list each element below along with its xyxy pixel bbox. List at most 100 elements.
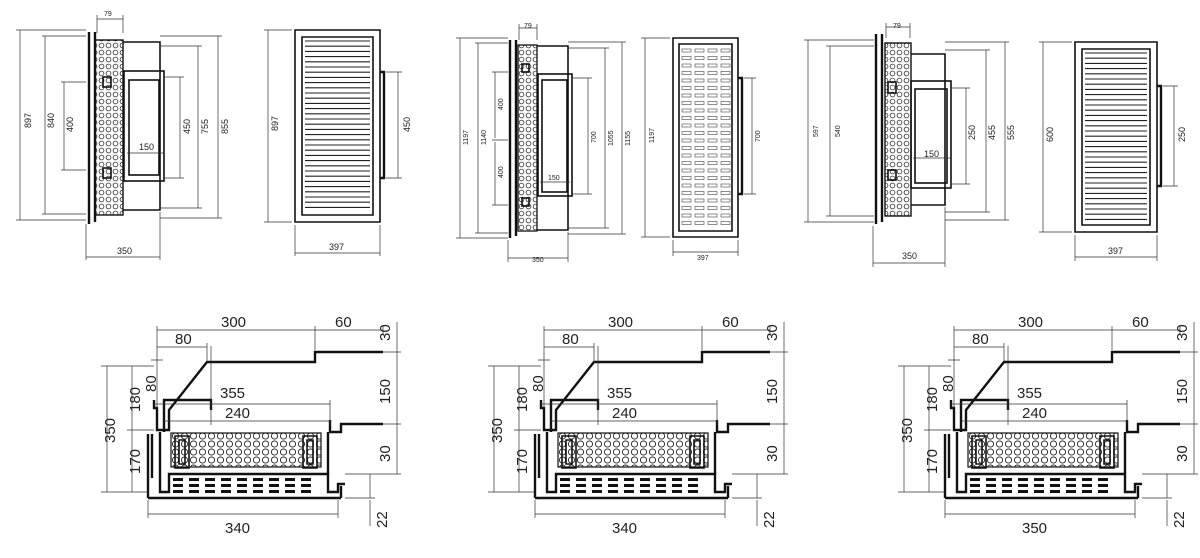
- louvre-slot: [681, 206, 692, 210]
- grille-slot: [221, 484, 231, 487]
- louvre-slot: [707, 183, 718, 188]
- depth-label: 350: [902, 251, 917, 261]
- louvre-slot: [694, 131, 705, 135]
- housing-outline: [949, 350, 1180, 432]
- dimension-line: [732, 474, 762, 526]
- filter-media: [557, 432, 709, 468]
- louvre-slot: [707, 213, 718, 218]
- grille-slot: [173, 484, 183, 487]
- louvre-slot: [681, 108, 692, 113]
- louvre-slot: [681, 86, 692, 90]
- grille-slot: [1002, 490, 1012, 493]
- frame-label: 455: [987, 125, 997, 140]
- grille-slot: [1050, 478, 1060, 481]
- louvre-slot: [720, 93, 731, 98]
- dimension-line: [1142, 424, 1198, 475]
- depth-label: 350: [532, 257, 544, 264]
- dimension-line: [488, 365, 541, 493]
- louvre-slot: [720, 221, 731, 225]
- grille-slot: [560, 484, 570, 487]
- louvre-slot: [720, 108, 731, 113]
- dim-label-lower: 170: [514, 449, 531, 474]
- louvre-slot: [720, 56, 731, 60]
- louvre-slot: [694, 123, 705, 128]
- louvre-slot: [720, 71, 731, 75]
- grille-slot: [1050, 490, 1060, 493]
- grille-slot: [656, 484, 666, 487]
- grille-slot: [269, 490, 279, 493]
- dimension-line: [315, 326, 384, 334]
- dimension-line: [383, 352, 401, 425]
- grille-label: 450: [182, 119, 192, 134]
- grille-slot: [1098, 484, 1108, 487]
- grille-slot: [253, 478, 263, 481]
- louvre-slots: [681, 48, 731, 225]
- louvre-slot: [681, 123, 692, 128]
- louvre-slot: [681, 56, 692, 60]
- dim-label-top: 300: [221, 314, 246, 331]
- grille-slot: [301, 478, 311, 481]
- louvre-slot: [694, 221, 705, 225]
- perforated-panel: [517, 44, 538, 232]
- louvre-slot: [694, 48, 705, 53]
- louvre-slot: [681, 161, 692, 165]
- width-label: 79: [104, 11, 112, 18]
- dim-label-step: 60: [335, 314, 352, 331]
- grille-slot: [608, 484, 618, 487]
- grille-slot: [970, 478, 980, 481]
- dim-label-base: 22: [374, 511, 391, 528]
- grille-slot: [672, 484, 682, 487]
- height-inner-label: 540: [835, 125, 842, 137]
- louvre-slot: [720, 63, 731, 68]
- dimension-line: [157, 343, 208, 362]
- louvre-slot: [694, 176, 705, 180]
- dimension-line: [924, 366, 951, 431]
- louvre-slot: [720, 168, 731, 173]
- grille-slot: [1098, 490, 1108, 493]
- height-outer-label: 597: [813, 125, 820, 137]
- grille-slot: [269, 478, 279, 481]
- louvre-slot: [694, 191, 705, 195]
- grille-slot: [592, 490, 602, 493]
- collar-label: 700: [755, 130, 762, 142]
- louvre-slats: [305, 40, 370, 208]
- face-width-label: 397: [329, 242, 344, 252]
- dim-label-rise: 30: [1174, 324, 1191, 341]
- louvre-slot: [720, 146, 731, 150]
- dim-label-mid: 150: [764, 379, 781, 404]
- grille-slot: [970, 490, 980, 493]
- louvre-slot: [681, 131, 692, 135]
- dimension-line: [514, 366, 541, 431]
- grille-slot: [1034, 478, 1044, 481]
- width-label: 79: [893, 23, 901, 30]
- overall-label: 855: [220, 119, 230, 134]
- louvre-slot: [707, 56, 718, 60]
- dim-label-sill: 30: [764, 445, 781, 462]
- filter-clip: [689, 435, 705, 469]
- grille-slot: [608, 478, 618, 481]
- grille-slot: [205, 478, 215, 481]
- louvre-slot: [707, 131, 718, 135]
- height-inner-label: 840: [46, 113, 56, 128]
- grille-slot: [253, 490, 263, 493]
- depth-label: 350: [117, 246, 132, 256]
- dimension-line: [534, 500, 726, 518]
- housing-outline: [152, 350, 383, 432]
- opening-upper-label: 400: [498, 98, 505, 110]
- louvre-slot: [707, 198, 718, 203]
- louvre-slot: [694, 146, 705, 150]
- grille-slot: [1034, 484, 1044, 487]
- grille-slot: [986, 478, 996, 481]
- dim-label-top: 300: [1018, 314, 1043, 331]
- grille-slot: [624, 484, 634, 487]
- frame-label: 1055: [608, 130, 615, 146]
- dim-label-chamfer: 80: [562, 331, 579, 348]
- filter-clip: [174, 435, 190, 469]
- width-label: 79: [524, 23, 532, 30]
- louvre-slot: [694, 116, 705, 120]
- louvre-slot: [707, 138, 718, 143]
- collar-label: 450: [402, 117, 412, 132]
- dim-label-rise: 30: [764, 324, 781, 341]
